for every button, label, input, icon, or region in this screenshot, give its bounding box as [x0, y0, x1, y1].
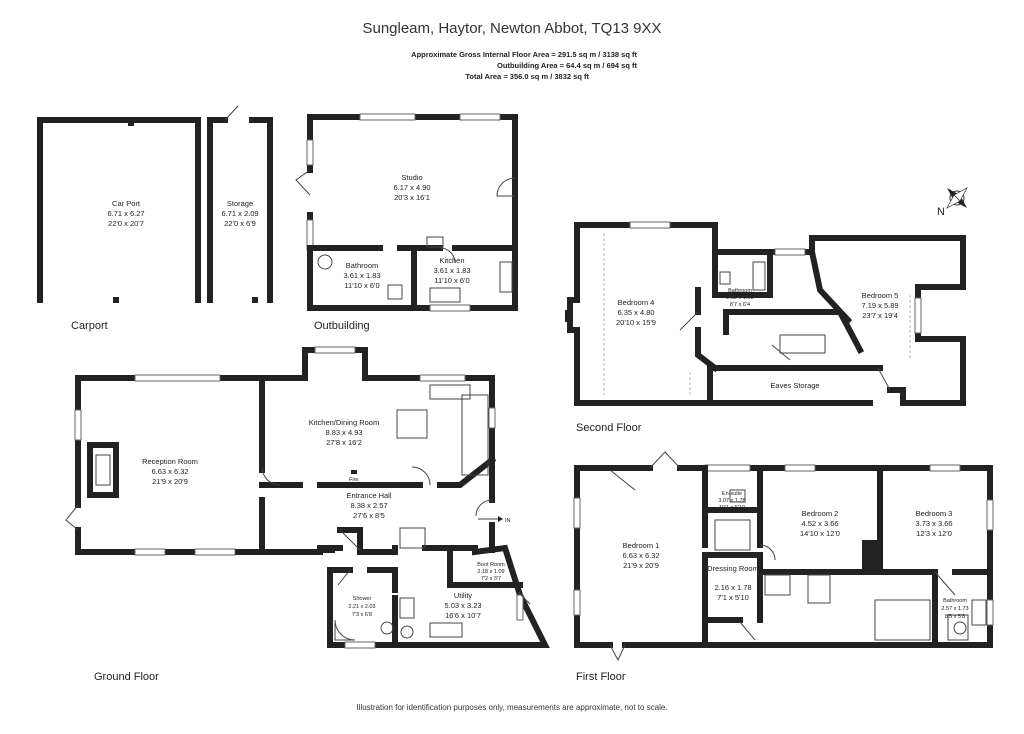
second-floor-plan	[565, 221, 966, 406]
room-entrance-hall-imperial: 27'6 x 8'5	[353, 511, 385, 520]
carport-plan	[37, 105, 273, 303]
ground-floor-plan	[65, 346, 550, 649]
floor-label-outbuilding: Outbuilding	[314, 320, 370, 332]
room-boot-room-name: Boot Room	[477, 562, 505, 568]
room-second-bathroom-metric: 2.62 x 1.93	[726, 295, 753, 301]
room-eaves-storage-name: Eaves Storage	[770, 381, 819, 390]
room-boot-room-imperial: 7'2 x 3'7	[481, 576, 501, 582]
room-kitchen-dining-name: Kitchen/Dining Room	[309, 418, 379, 427]
room-outbuilding-bathroom-name: Bathroom	[346, 261, 379, 270]
room-dressing-metric: 2.16 x 1.78	[714, 583, 751, 592]
outbuilding-area: Outbuilding Area = 64.4 sq m / 694 sq ft	[497, 61, 637, 70]
room-shower-imperial: 7'3 x 6'8	[352, 612, 372, 618]
room-kitchen-dining-metric: 8.83 x 4.93	[325, 428, 362, 437]
room-outbuilding-kitchen-imperial: 11'10 x 6'0	[434, 276, 469, 285]
room-outbuilding-kitchen-metric: 3.61 x 1.83	[433, 266, 470, 275]
total-area: Total Area = 356.0 sq m / 3832 sq ft	[465, 72, 589, 81]
room-reception-metric: 6.63 x 6.32	[151, 467, 188, 476]
room-outbuilding-bathroom-imperial: 11'10 x 6'0	[344, 281, 379, 290]
room-bedroom3-imperial: 12'3 x 12'0	[916, 529, 952, 538]
compass-rose	[946, 187, 968, 209]
room-kitchen-dining-imperial: 27'8 x 16'2	[326, 438, 362, 447]
room-reception-name: Reception Room	[142, 457, 198, 466]
room-car-port-name: Car Port	[112, 199, 141, 208]
room-bedroom3-name: Bedroom 3	[916, 509, 953, 518]
room-bedroom3-metric: 3.73 x 3.66	[915, 519, 952, 528]
gross-area: Approximate Gross Internal Floor Area = …	[411, 50, 637, 59]
room-bedroom1-metric: 6.63 x 6.32	[622, 551, 659, 560]
room-studio-imperial: 20'3 x 16'1	[394, 193, 430, 202]
room-car-port-metric: 6.71 x 6.27	[107, 209, 144, 218]
room-ensuite-metric: 3.07 x 1.78	[718, 498, 745, 504]
room-utility-imperial: 16'6 x 10'7	[445, 611, 481, 620]
room-entrance-hall-metric: 8.38 x 2.57	[350, 501, 387, 510]
plan-title: Sungleam, Haytor, Newton Abbot, TQ13 9XX	[362, 20, 662, 37]
entrance-in-label: IN	[505, 518, 511, 524]
room-bedroom1-imperial: 21'9 x 20'9	[623, 561, 659, 570]
room-utility-metric: 5.03 x 3.23	[444, 601, 481, 610]
disclaimer: Illustration for identification purposes…	[356, 703, 668, 712]
fire-label: Fire	[349, 477, 358, 483]
floor-label-carport: Carport	[71, 320, 108, 332]
room-entrance-hall-name: Entrance Hall	[346, 491, 391, 500]
room-shower-metric: 2.21 x 2.03	[348, 604, 375, 610]
room-studio-metric: 6.17 x 4.90	[393, 183, 430, 192]
room-first-bathroom-imperial: 8'5 x 5'8	[945, 614, 965, 620]
room-storage-name: Storage	[227, 199, 253, 208]
room-storage-metric: 6.71 x 2.09	[221, 209, 258, 218]
room-bedroom5-imperial: 23'7 x 19'4	[862, 311, 898, 320]
room-bedroom2-name: Bedroom 2	[802, 509, 839, 518]
room-first-bathroom-name: Bathroom	[943, 598, 967, 604]
room-ensuite-name: En-suite	[722, 491, 742, 497]
outbuilding-plan	[295, 113, 518, 312]
room-boot-room-metric: 2.18 x 1.09	[477, 569, 504, 575]
room-outbuilding-kitchen-name: Kitchen	[439, 256, 464, 265]
room-car-port-imperial: 22'0 x 20'7	[108, 219, 144, 228]
room-studio-name: Studio	[401, 173, 422, 182]
room-bedroom4-metric: 6.35 x 4.80	[617, 308, 654, 317]
room-bedroom1-name: Bedroom 1	[623, 541, 660, 550]
room-second-bathroom-imperial: 8'7 x 6'4	[730, 302, 750, 308]
compass-north-label: N	[937, 206, 945, 218]
room-utility-name: Utility	[454, 591, 473, 600]
room-outbuilding-bathroom-metric: 3.61 x 1.83	[343, 271, 380, 280]
floor-label-second: Second Floor	[576, 422, 642, 434]
room-bedroom5-metric: 7.19 x 5.89	[861, 301, 898, 310]
room-bedroom4-imperial: 20'10 x 15'9	[616, 318, 656, 327]
floor-label-ground: Ground Floor	[94, 671, 159, 683]
room-bedroom5-name: Bedroom 5	[862, 291, 899, 300]
room-reception-imperial: 21'9 x 20'9	[152, 477, 188, 486]
room-bedroom4-name: Bedroom 4	[618, 298, 655, 307]
floor-label-first: First Floor	[576, 671, 626, 683]
first-floor-plan	[573, 451, 994, 662]
room-dressing-imperial: 7'1 x 5'10	[717, 593, 749, 602]
room-storage-imperial: 22'0 x 6'9	[224, 219, 256, 228]
room-dressing-name: Dressing Room	[707, 564, 759, 573]
room-ensuite-imperial: 10'1 x 5'10	[719, 505, 745, 511]
room-second-bathroom-name: Bathroom	[728, 288, 752, 294]
room-bedroom2-imperial: 14'10 x 12'0	[800, 529, 840, 538]
room-bedroom2-metric: 4.52 x 3.66	[801, 519, 838, 528]
room-shower-name: Shower	[353, 596, 372, 602]
room-first-bathroom-metric: 2.57 x 1.73	[941, 606, 968, 612]
